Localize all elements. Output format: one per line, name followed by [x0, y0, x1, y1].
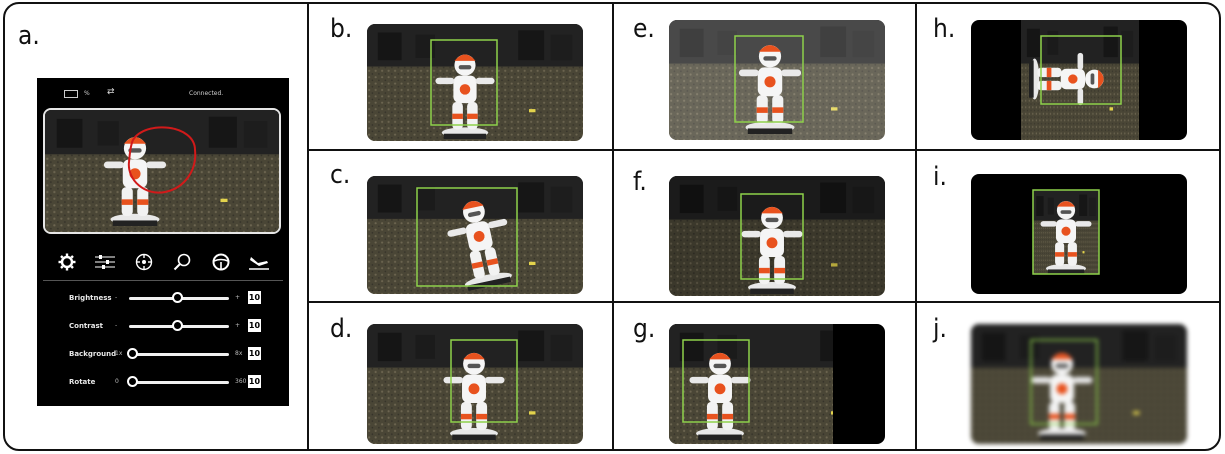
slider-brightness: Brightness - + 10 — [37, 290, 289, 306]
magnify-icon[interactable] — [170, 250, 194, 274]
camera-preview[interactable] — [43, 108, 281, 234]
slider-label: Background — [69, 350, 117, 358]
slider-knob[interactable] — [126, 348, 138, 359]
slider-label: Rotate — [69, 378, 96, 386]
panel-label-d: d. — [330, 314, 353, 344]
panel-label-g: g. — [633, 314, 656, 344]
connection-status: Connected. — [189, 90, 224, 97]
slider-label: Contrast — [69, 322, 103, 330]
slider-value[interactable]: 10 — [248, 319, 261, 332]
slider-value[interactable]: 10 — [248, 291, 261, 304]
slider-background: Background 1x 8x 10 — [37, 346, 289, 362]
slider-knob[interactable] — [171, 320, 183, 331]
frame-f-image — [669, 176, 885, 296]
figure-frame: a. b. c. d. e. f. g. h. i. j. % ⇄ Connec… — [3, 2, 1221, 451]
battery-percent: % — [84, 90, 90, 97]
frame-e-image — [669, 20, 885, 140]
divider — [612, 4, 614, 449]
frame-i-image — [971, 174, 1187, 294]
frame-d-image — [367, 324, 583, 444]
slider-knob[interactable] — [171, 292, 183, 303]
divider — [307, 4, 309, 449]
slider-min: - — [115, 322, 118, 329]
crosshair-icon[interactable] — [132, 250, 156, 274]
frame-h-image — [971, 20, 1187, 140]
slider-max: + — [235, 294, 241, 301]
panel-label-h: h. — [933, 14, 956, 44]
frame-b-image — [367, 24, 583, 141]
slider-max: + — [235, 322, 241, 329]
slider-track[interactable] — [129, 381, 229, 384]
toolbar-divider — [43, 280, 283, 281]
slider-min: 1x — [115, 350, 123, 357]
landing-icon[interactable] — [247, 250, 271, 274]
frame-j-image — [971, 324, 1187, 444]
panel-label-e: e. — [633, 14, 655, 44]
slider-label: Brightness — [69, 294, 112, 302]
slider-track[interactable] — [129, 353, 229, 356]
swap-camera-icon[interactable]: ⇄ — [107, 87, 115, 97]
status-bar: % ⇄ Connected. — [37, 87, 289, 101]
divider — [915, 4, 917, 449]
toolbar — [55, 250, 271, 274]
slider-value[interactable]: 10 — [248, 347, 261, 360]
frame-g-image — [669, 324, 885, 444]
sliders-icon[interactable] — [93, 250, 117, 274]
slider-contrast: Contrast - + 10 — [37, 318, 289, 334]
divider — [307, 301, 1219, 303]
gear-icon[interactable] — [55, 250, 79, 274]
frame-c-image — [367, 176, 583, 294]
slider-min: 0 — [115, 378, 119, 385]
slider-min: - — [115, 294, 118, 301]
app-screen: % ⇄ Connected. — [37, 78, 289, 406]
slider-value[interactable]: 10 — [248, 375, 261, 388]
steering-wheel-icon[interactable] — [209, 250, 233, 274]
slider-knob[interactable] — [126, 376, 138, 387]
panel-label-j: j. — [933, 314, 947, 344]
panel-label-a: a. — [18, 21, 40, 51]
battery-icon — [64, 90, 78, 98]
slider-rotate: Rotate 0 360 10 — [37, 374, 289, 390]
panel-label-b: b. — [330, 14, 353, 44]
panel-label-c: c. — [330, 160, 351, 190]
slider-max: 8x — [235, 350, 243, 357]
panel-label-f: f. — [633, 167, 647, 197]
panel-label-i: i. — [933, 162, 947, 192]
divider — [307, 149, 1219, 151]
slider-max: 360 — [235, 378, 247, 385]
